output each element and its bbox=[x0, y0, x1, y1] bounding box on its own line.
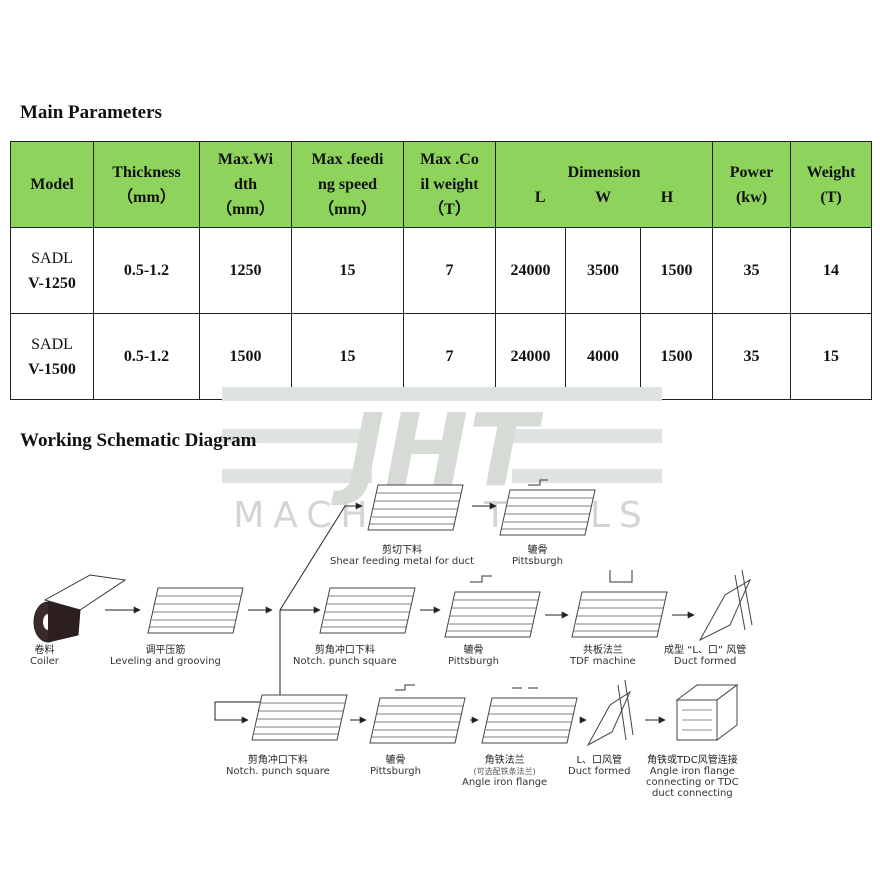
cell-dim-l: 24000 bbox=[495, 313, 566, 400]
header-power: Power(kw) bbox=[712, 141, 792, 228]
pittsburgh-sheet-icon bbox=[369, 697, 466, 744]
schematic-heading: Working Schematic Diagram bbox=[20, 430, 257, 451]
cell-weight: 15 bbox=[790, 313, 873, 400]
cell-dim-w: 3500 bbox=[565, 227, 641, 314]
duct-connecting-icon bbox=[676, 684, 738, 741]
cell-thickness: 0.5-1.2 bbox=[93, 313, 200, 400]
header-thickness: Thickness（mm） bbox=[93, 141, 200, 228]
header-model: Model bbox=[10, 141, 94, 228]
cell-width: 1500 bbox=[199, 313, 292, 400]
profile-icon bbox=[395, 684, 415, 691]
main-parameters-heading: Main Parameters bbox=[20, 102, 162, 123]
cell-dim-h: 1500 bbox=[639, 227, 714, 314]
header-weight: Weight(T) bbox=[790, 141, 873, 228]
notch-sheet-icon bbox=[251, 694, 348, 741]
duct-formed-icon bbox=[586, 679, 634, 747]
profile-icon bbox=[528, 479, 548, 486]
leveling-sheet-icon bbox=[147, 587, 244, 634]
cell-dim-h: 1500 bbox=[639, 313, 714, 400]
working-schematic-diagram bbox=[33, 479, 753, 747]
cell-coil: 7 bbox=[403, 227, 496, 314]
cell-coil: 7 bbox=[403, 313, 496, 400]
duct-formed-icon bbox=[698, 569, 753, 642]
cell-speed: 15 bbox=[291, 313, 404, 400]
angle-sheet-icon bbox=[481, 697, 578, 744]
cell-power: 35 bbox=[712, 227, 792, 314]
cell-power: 35 bbox=[712, 313, 792, 400]
notch-sheet-icon bbox=[319, 587, 416, 634]
branch-line-bottom bbox=[214, 610, 281, 724]
coiler-icon bbox=[33, 574, 127, 643]
shear-sheet-icon bbox=[367, 484, 464, 531]
cell-width: 1250 bbox=[199, 227, 292, 314]
cell-dim-w: 4000 bbox=[565, 313, 641, 400]
cell-weight: 14 bbox=[790, 227, 873, 314]
cell-thickness: 0.5-1.2 bbox=[93, 227, 200, 314]
tdf-profile-icon bbox=[609, 570, 633, 583]
pittsburgh-sheet-icon bbox=[499, 489, 596, 536]
tdf-sheet-icon bbox=[571, 591, 668, 638]
cell-speed: 15 bbox=[291, 227, 404, 314]
profile-icon bbox=[470, 575, 492, 583]
branch-line-top bbox=[279, 502, 363, 611]
cell-dim-l: 24000 bbox=[495, 227, 566, 314]
pittsburgh-sheet-icon bbox=[444, 591, 541, 638]
label-angle-flange: 角铁法兰(可选配铁条法兰)Angle iron flange bbox=[462, 755, 548, 788]
